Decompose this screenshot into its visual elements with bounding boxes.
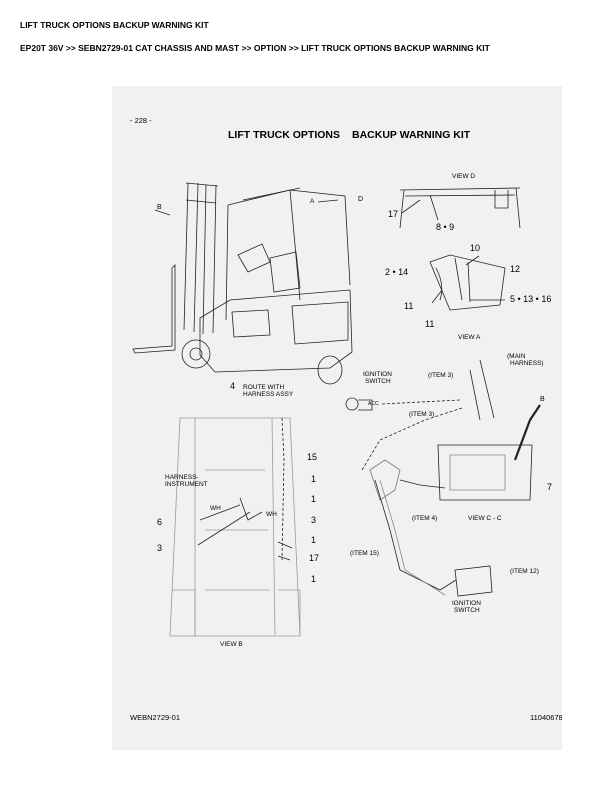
label-b-wiring: B (540, 396, 545, 403)
label-acc: ACC (368, 401, 379, 407)
document-title: LIFT TRUCK OPTIONS BACKUP WARNING KIT (20, 20, 209, 30)
callout-3-a: 3 (311, 515, 317, 525)
page-title-left: LIFT TRUCK OPTIONS (228, 129, 340, 141)
label-main-harness-1: (MAIN (507, 353, 526, 360)
label-wh-1: WH (210, 505, 221, 512)
callout-4: 4 (230, 381, 236, 391)
label-ignition-switch-bottom-2: SWITCH (454, 607, 480, 614)
label-main-harness-2: HARNESS) (510, 360, 544, 367)
callout-11-b: 11 (425, 319, 435, 329)
forklift-illustration (132, 182, 353, 385)
callout-7: 7 (547, 482, 553, 492)
view-b-illustration (169, 417, 301, 637)
callout-17-view-d: 17 (388, 209, 399, 219)
callout-1-b: 1 (311, 494, 317, 504)
wiring-illustration (345, 359, 541, 597)
illustration-number: 11040678 (530, 713, 562, 722)
label-item-4: (ITEM 4) (412, 515, 438, 522)
label-route-with: ROUTE WITH (243, 384, 285, 391)
label-harness-instrument-2: INSTRUMENT (165, 481, 208, 488)
callout-8-9: 8 • 9 (436, 222, 455, 232)
callout-2-14: 2 • 14 (385, 267, 409, 277)
callout-6: 6 (157, 517, 163, 527)
callout-15: 15 (307, 452, 318, 462)
label-b: B (157, 204, 162, 211)
label-ignition-switch-bottom-1: IGNITION (452, 600, 481, 607)
callout-11-a: 11 (404, 301, 414, 311)
callout-3-b: 3 (157, 543, 163, 553)
callout-1-d: 1 (311, 574, 317, 584)
callout-1-c: 1 (311, 535, 317, 545)
label-item-15: (ITEM 15) (350, 550, 379, 557)
label-d: D (358, 196, 364, 203)
label-harness-instrument-1: HARNESS- (165, 474, 199, 481)
label-view-b: VIEW B (220, 641, 243, 648)
label-a: A (310, 198, 315, 205)
callout-17-view-b: 17 (309, 553, 320, 563)
callout-12-view-a: 12 (510, 264, 521, 274)
callout-1-a: 1 (311, 474, 317, 484)
page-number: - 228 - (130, 116, 152, 125)
label-view-a: VIEW A (458, 334, 481, 341)
label-harness-assy: HARNESS ASSY (243, 391, 294, 398)
callout-10: 10 (470, 243, 481, 253)
document-number: WEBN2729-01 (130, 713, 181, 722)
view-d-illustration (399, 187, 521, 229)
label-wh-2: WH (266, 511, 277, 518)
label-ignition-switch-2: SWITCH (365, 378, 391, 385)
label-item-3-mid: (ITEM 3) (409, 411, 435, 418)
page-title-right: BACKUP WARNING KIT (352, 129, 471, 141)
callout-5-13-16: 5 • 13 • 16 (510, 294, 552, 304)
view-a-illustration (429, 254, 506, 311)
label-view-cc: VIEW C - C (468, 515, 502, 522)
label-ignition-switch-1: IGNITION (363, 371, 392, 378)
label-item-12: (ITEM 12) (510, 568, 539, 575)
label-item-3-top: (ITEM 3) (428, 372, 454, 379)
breadcrumb: EP20T 36V >> SEBN2729-01 CAT CHASSIS AND… (20, 43, 490, 53)
label-view-d: VIEW D (452, 173, 476, 180)
